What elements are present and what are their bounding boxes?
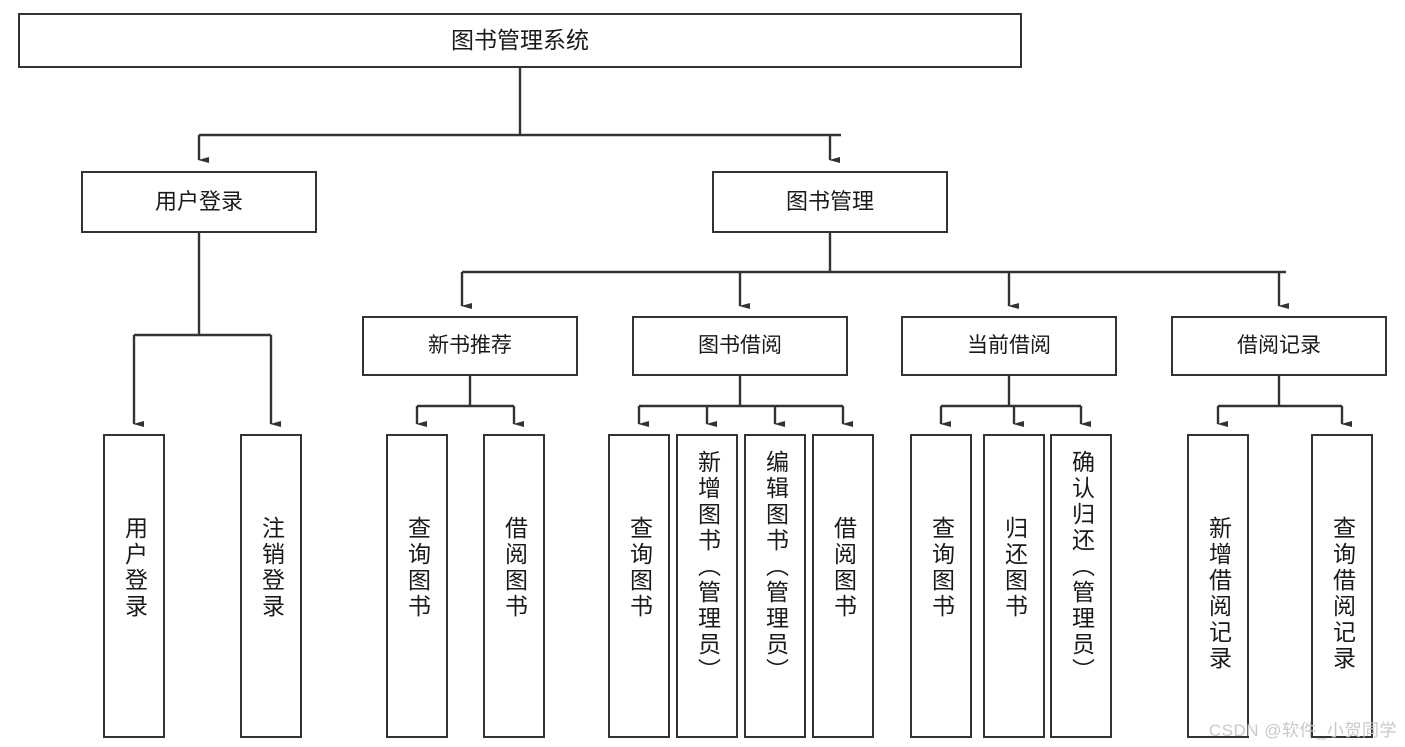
node-leaf-query-borrow-record[interactable]: 查询借阅记录: [1311, 434, 1373, 738]
node-label: 用户登录: [121, 516, 148, 620]
node-label: 归还图书: [1001, 516, 1028, 620]
node-book-borrowing[interactable]: 图书借阅: [632, 316, 848, 376]
node-label: 当前借阅: [967, 333, 1051, 357]
node-label: 查询借阅记录: [1329, 516, 1356, 672]
node-current-borrowing[interactable]: 当前借阅: [901, 316, 1117, 376]
node-label: 确认归还（管理员）: [1068, 450, 1095, 684]
watermark: CSDN @软件_小贺同学: [1208, 721, 1397, 740]
node-label: 借阅图书: [501, 516, 528, 620]
node-label: 新书推荐: [428, 333, 512, 357]
node-new-book-recommendation[interactable]: 新书推荐: [362, 316, 578, 376]
node-user-login[interactable]: 用户登录: [81, 171, 317, 233]
node-leaf-confirm-return-admin[interactable]: 确认归还（管理员）: [1050, 434, 1112, 738]
node-book-management[interactable]: 图书管理: [712, 171, 948, 233]
node-leaf-borrow-book-newbook[interactable]: 借阅图书: [483, 434, 545, 738]
node-label: 新增借阅记录: [1205, 516, 1232, 672]
node-label: 查询图书: [404, 516, 431, 620]
node-leaf-add-book-admin[interactable]: 新增图书（管理员）: [676, 434, 738, 738]
node-label: 图书管理: [785, 189, 874, 215]
node-leaf-user-login[interactable]: 用户登录: [103, 434, 165, 738]
node-label: 新增图书（管理员）: [694, 450, 721, 684]
node-borrow-records[interactable]: 借阅记录: [1171, 316, 1387, 376]
node-label: 编辑图书（管理员）: [762, 450, 789, 684]
node-label: 图书借阅: [698, 333, 782, 357]
node-leaf-query-book-newbook[interactable]: 查询图书: [386, 434, 448, 738]
node-leaf-edit-book-admin[interactable]: 编辑图书（管理员）: [744, 434, 806, 738]
node-leaf-query-book-current[interactable]: 查询图书: [910, 434, 972, 738]
node-book-management-system[interactable]: 图书管理系统: [18, 13, 1022, 68]
node-leaf-add-borrow-record[interactable]: 新增借阅记录: [1187, 434, 1249, 738]
node-leaf-query-book-borrow[interactable]: 查询图书: [608, 434, 670, 738]
node-label: 注销登录: [258, 516, 285, 620]
node-label: 图书管理系统: [451, 26, 589, 53]
node-leaf-return-book[interactable]: 归还图书: [983, 434, 1045, 738]
node-label: 查询图书: [928, 516, 955, 620]
node-label: 借阅记录: [1237, 333, 1321, 357]
node-label: 借阅图书: [830, 516, 857, 620]
node-leaf-borrow-book[interactable]: 借阅图书: [812, 434, 874, 738]
node-label: 用户登录: [154, 189, 243, 215]
node-label: 查询图书: [626, 516, 653, 620]
node-leaf-user-logout[interactable]: 注销登录: [240, 434, 302, 738]
